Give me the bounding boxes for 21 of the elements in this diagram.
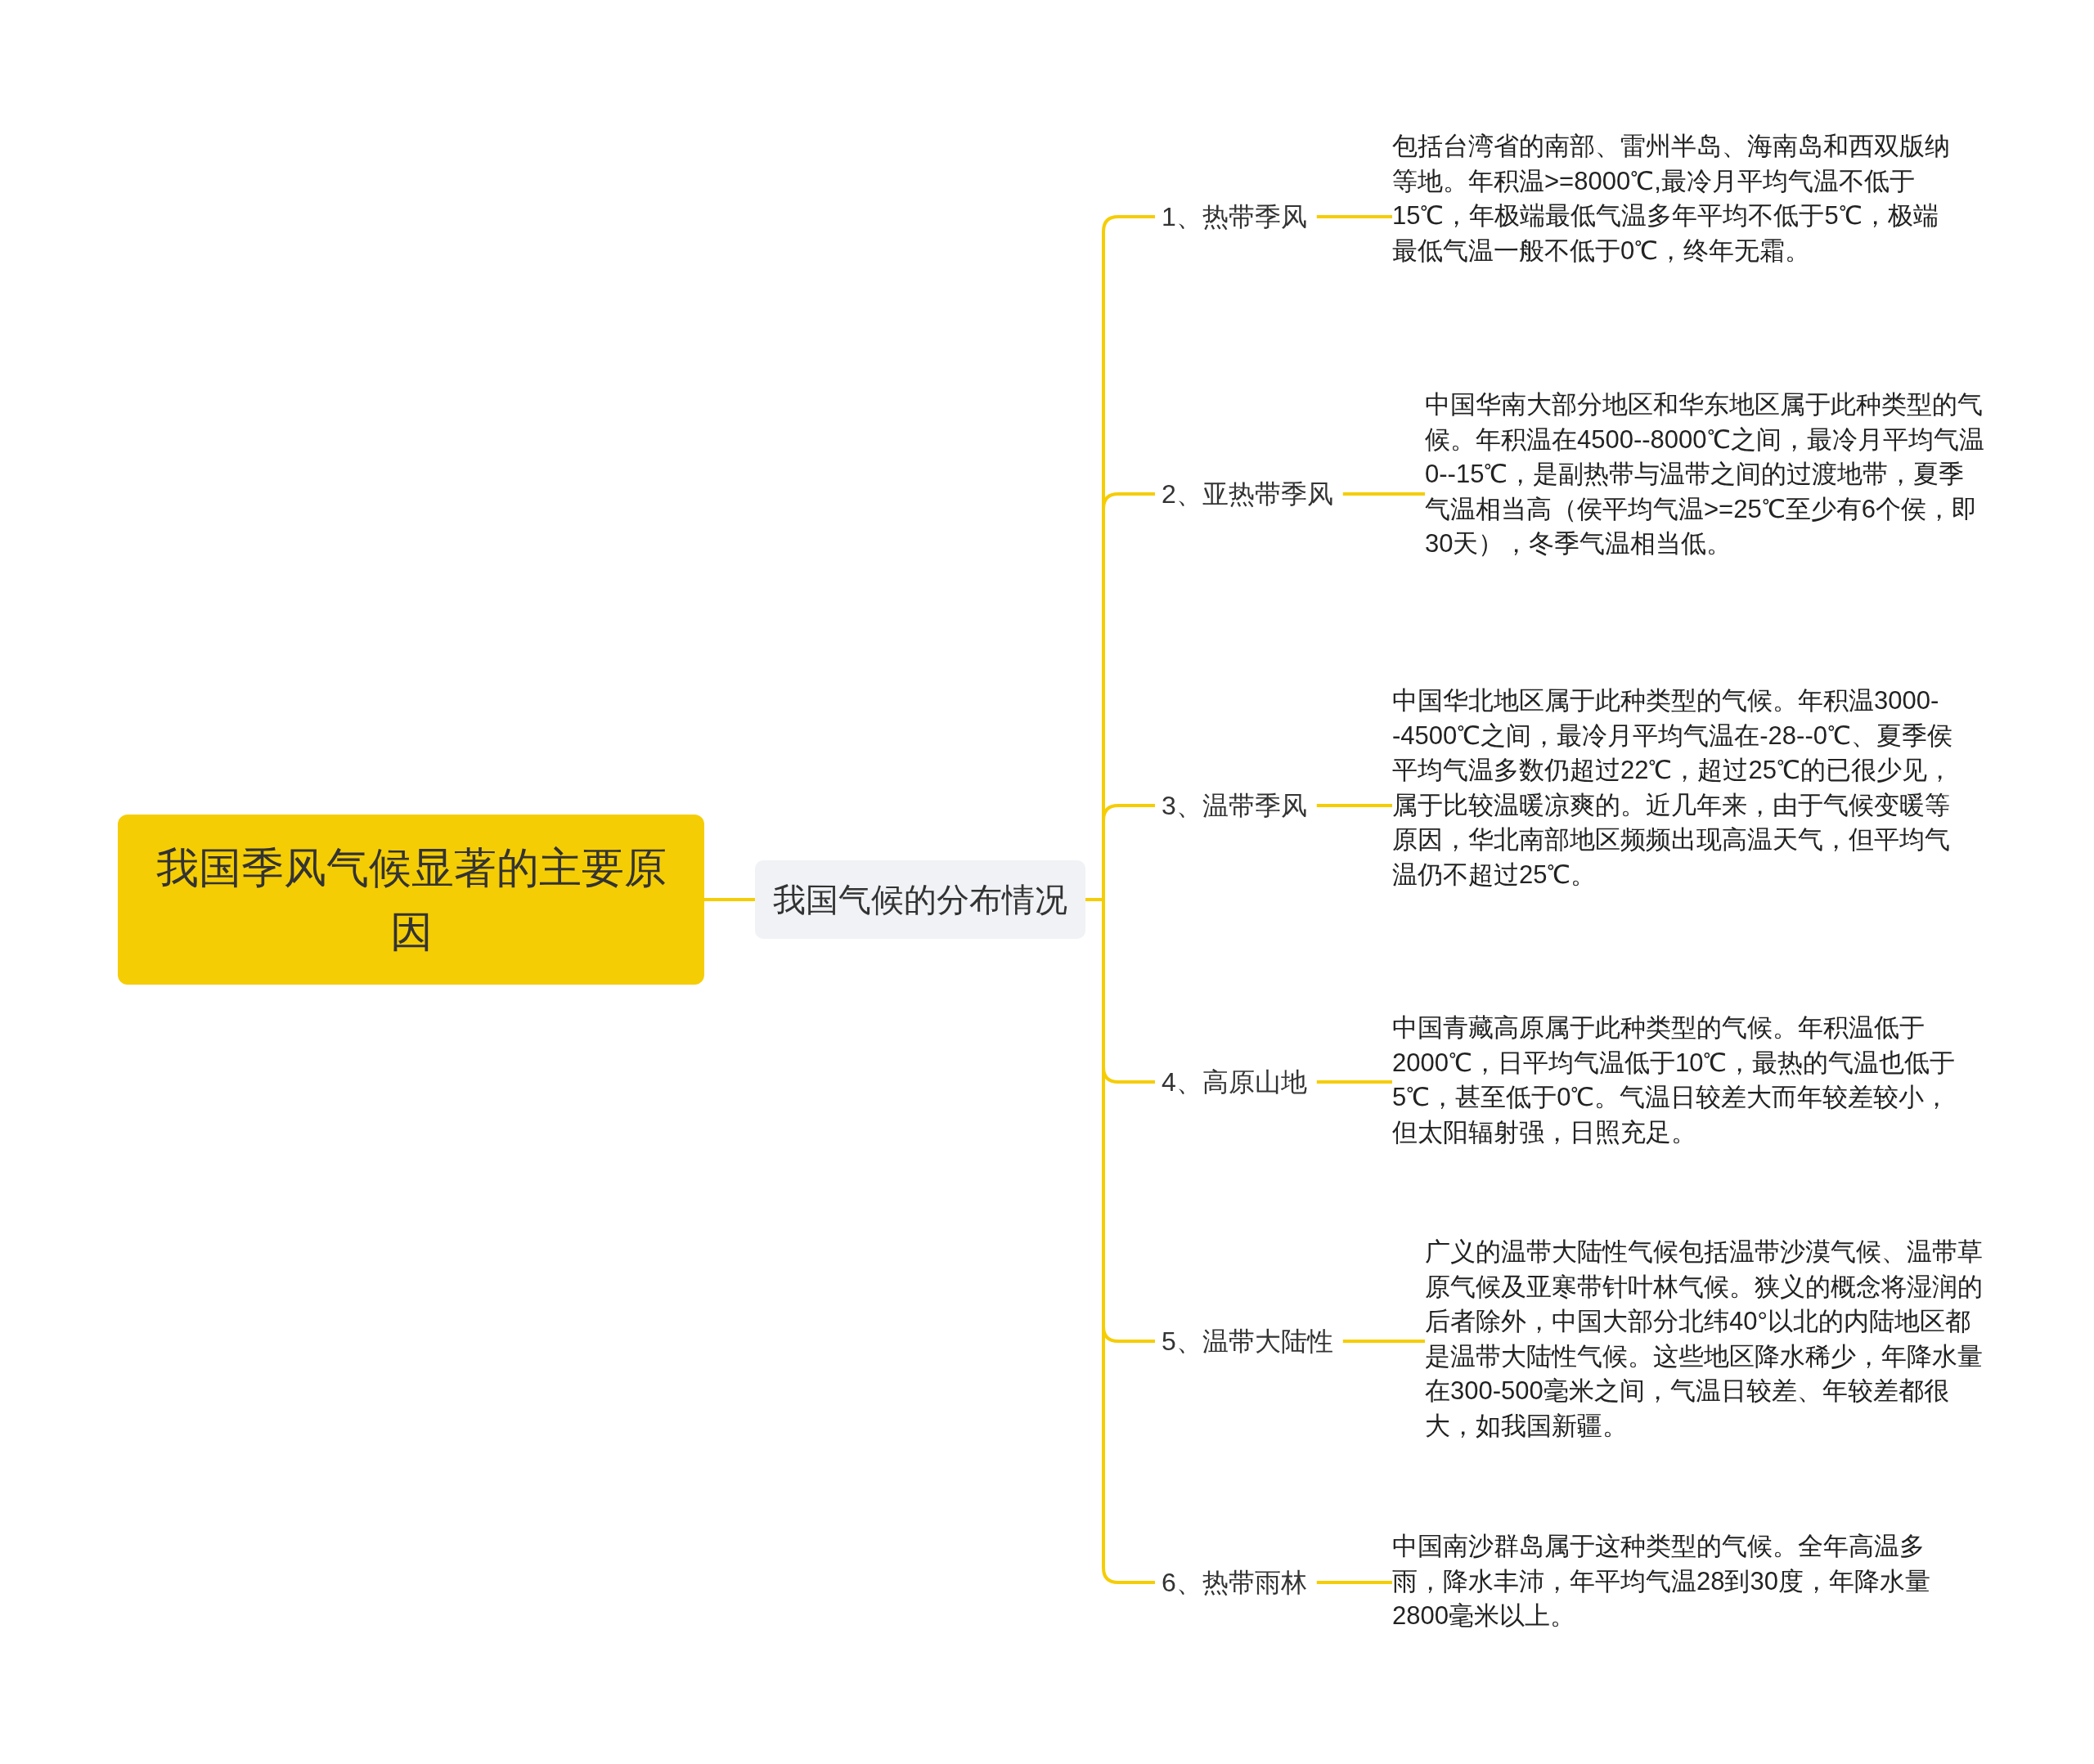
description-text: 包括台湾省的南部、雷州半岛、海南岛和西双版纳等地。年积温>=8000℃,最冷月平均气温不低于15℃，年极端最低气温多年平均不低于5℃，极端最低气温一般不低于0℃，终年无霜。 bbox=[1392, 129, 1957, 268]
branch-label: 4、高原山地 bbox=[1162, 1064, 1307, 1100]
description-text: 中国华南大部分地区和华东地区属于此种类型的气候。年积温在4500--8000℃之间，最冷月平均气温0--15℃，是副热带与温带之间的过渡地带，夏季气温相当高（侯平均气温>=25℃至少有6个侯，即30天），冬季气温相当低。 bbox=[1425, 388, 1989, 562]
branch-label: 1、热带季风 bbox=[1162, 199, 1307, 235]
branch-label: 6、热带雨林 bbox=[1162, 1564, 1307, 1600]
branch-label: 3、温带季风 bbox=[1162, 788, 1307, 824]
description-text: 中国青藏高原属于此种类型的气候。年积温低于2000℃，日平均气温低于10℃，最热的气温也低于5℃，甚至低于0℃。气温日较差大而年较差较小，但太阳辐射强，日照充足。 bbox=[1392, 1011, 1957, 1150]
connector-line bbox=[1316, 1080, 1392, 1084]
connector-line bbox=[1342, 492, 1425, 496]
subtopic-box: 我国气候的分布情况 bbox=[755, 860, 1085, 939]
connector-line bbox=[1316, 1581, 1392, 1584]
connector-line bbox=[1342, 1340, 1425, 1343]
branch-label: 5、温带大陆性 bbox=[1162, 1323, 1333, 1359]
connector-line bbox=[704, 898, 755, 901]
connector-line bbox=[1316, 215, 1392, 218]
description-text: 中国华北地区属于此种类型的气候。年积温3000--4500℃之间，最冷月平均气温在-28--0℃、夏季侯平均气温多数仍超过22℃，超过25℃的已很少见，属于比较温暖凉爽的。近几年来，由于气候变暖等原因，华北南部地区频频出现高温天气，但平均气温仍不超过25℃。 bbox=[1392, 684, 1957, 892]
branch-label: 2、亚热带季风 bbox=[1162, 476, 1333, 512]
description-text: 中国南沙群岛属于这种类型的气候。全年高温多雨，降水丰沛，年平均气温28到30度，年降水量2800毫米以上。 bbox=[1392, 1529, 1957, 1634]
connector-line bbox=[1316, 804, 1392, 807]
root-topic-box: 我国季风气候显著的主要原因 bbox=[118, 815, 704, 985]
description-text: 广义的温带大陆性气候包括温带沙漠气候、温带草原气候及亚寒带针叶林气候。狭义的概念将湿润的后者除外，中国大部分北纬40°以北的内陆地区都是温带大陆性气候。这些地区降水稀少，年降水量在300-500毫米之间，气温日较差、年较差都很大，如我国新疆。 bbox=[1425, 1235, 1989, 1443]
